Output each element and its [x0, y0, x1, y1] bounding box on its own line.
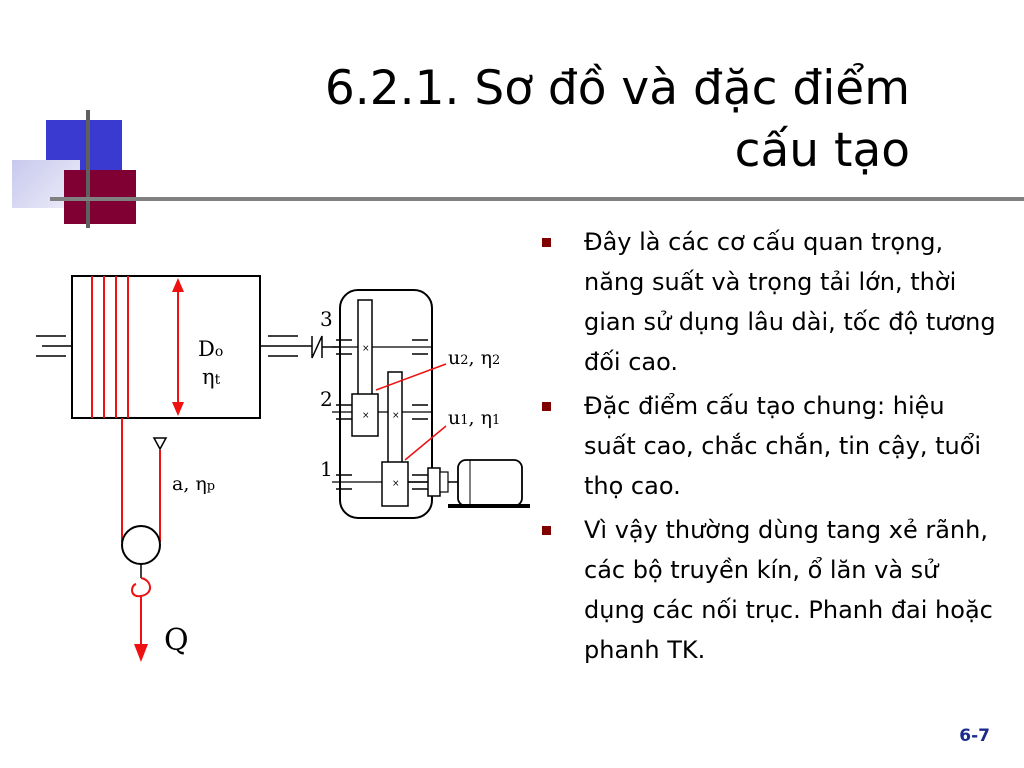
bullet-square-icon — [542, 238, 551, 247]
hoist-mechanism-diagram: × × × × Do ηt 3 2 1 u2, η2 u1, η1 a, ηp … — [36, 275, 530, 662]
stage-1-ratio-label: u1, η1 — [448, 407, 500, 429]
bullet-text-2: Đặc điểm cấu tạo chung: hiệu suất cao, c… — [584, 392, 982, 500]
drum-right-bearing — [260, 335, 312, 357]
stage-2-ratio-label: u2, η2 — [448, 347, 500, 369]
svg-text:×: × — [362, 344, 370, 354]
gear-set — [351, 299, 409, 507]
bullet-item-3: Vì vậy thường dùng tang xẻ rãnh, các bộ … — [540, 510, 1000, 670]
svg-text:×: × — [392, 411, 400, 421]
drum-outline — [71, 275, 261, 419]
load-label: Q — [164, 623, 189, 658]
stage-1-label: 1 — [320, 457, 333, 481]
rope-anchor-symbol — [152, 437, 168, 451]
title-divider — [50, 197, 1024, 201]
motor-body — [457, 459, 523, 507]
drum-left-bearing — [36, 335, 72, 357]
bullet-text-3: Vì vậy thường dùng tang xẻ rãnh, các bộ … — [584, 516, 993, 664]
hook-icon — [131, 577, 151, 598]
drum-rope-windings — [91, 276, 129, 418]
title-line-1: 6.2.1. Sơ đồ và đặc điểm — [324, 61, 910, 116]
page-number: 6-7 — [959, 726, 990, 746]
gearbox-bearings — [336, 339, 428, 490]
pulley-label: a, ηp — [172, 473, 215, 495]
stage-2-label: 2 — [320, 387, 333, 411]
svg-text:×: × — [362, 411, 370, 421]
bullet-item-1: Đây là các cơ cấu quan trọng, năng suất … — [540, 222, 1000, 382]
bullet-text-1: Đây là các cơ cấu quan trọng, năng suất … — [584, 228, 996, 376]
coupling-symbol — [311, 335, 323, 359]
pulley-wheel — [121, 525, 161, 565]
decor-vertical-bar — [86, 110, 90, 228]
bullet-list: Đây là các cơ cấu quan trọng, năng suất … — [540, 222, 1000, 674]
page-title: 6.2.1. Sơ đồ và đặc điểm cấu tạo — [230, 58, 910, 182]
brake-symbol — [427, 467, 441, 497]
gear-center-marks: × × × × — [362, 344, 400, 489]
bullet-item-2: Đặc điểm cấu tạo chung: hiệu suất cao, c… — [540, 386, 1000, 506]
bullet-square-icon — [542, 402, 551, 411]
load-arrow-head — [134, 644, 148, 662]
motor-base — [448, 504, 530, 508]
leader-line-u2 — [375, 363, 447, 391]
stage-3-label: 3 — [320, 307, 333, 331]
diameter-arrow-bottom — [172, 402, 184, 416]
bullet-square-icon — [542, 526, 551, 535]
drum-diameter-label: Do — [198, 337, 223, 361]
diameter-arrow-top — [172, 278, 184, 292]
leader-line-u1 — [404, 425, 447, 461]
gearbox-housing — [339, 289, 433, 519]
title-line-2: cấu tạo — [734, 123, 910, 178]
drum-efficiency-label: ηt — [202, 365, 221, 389]
svg-text:×: × — [392, 479, 400, 489]
